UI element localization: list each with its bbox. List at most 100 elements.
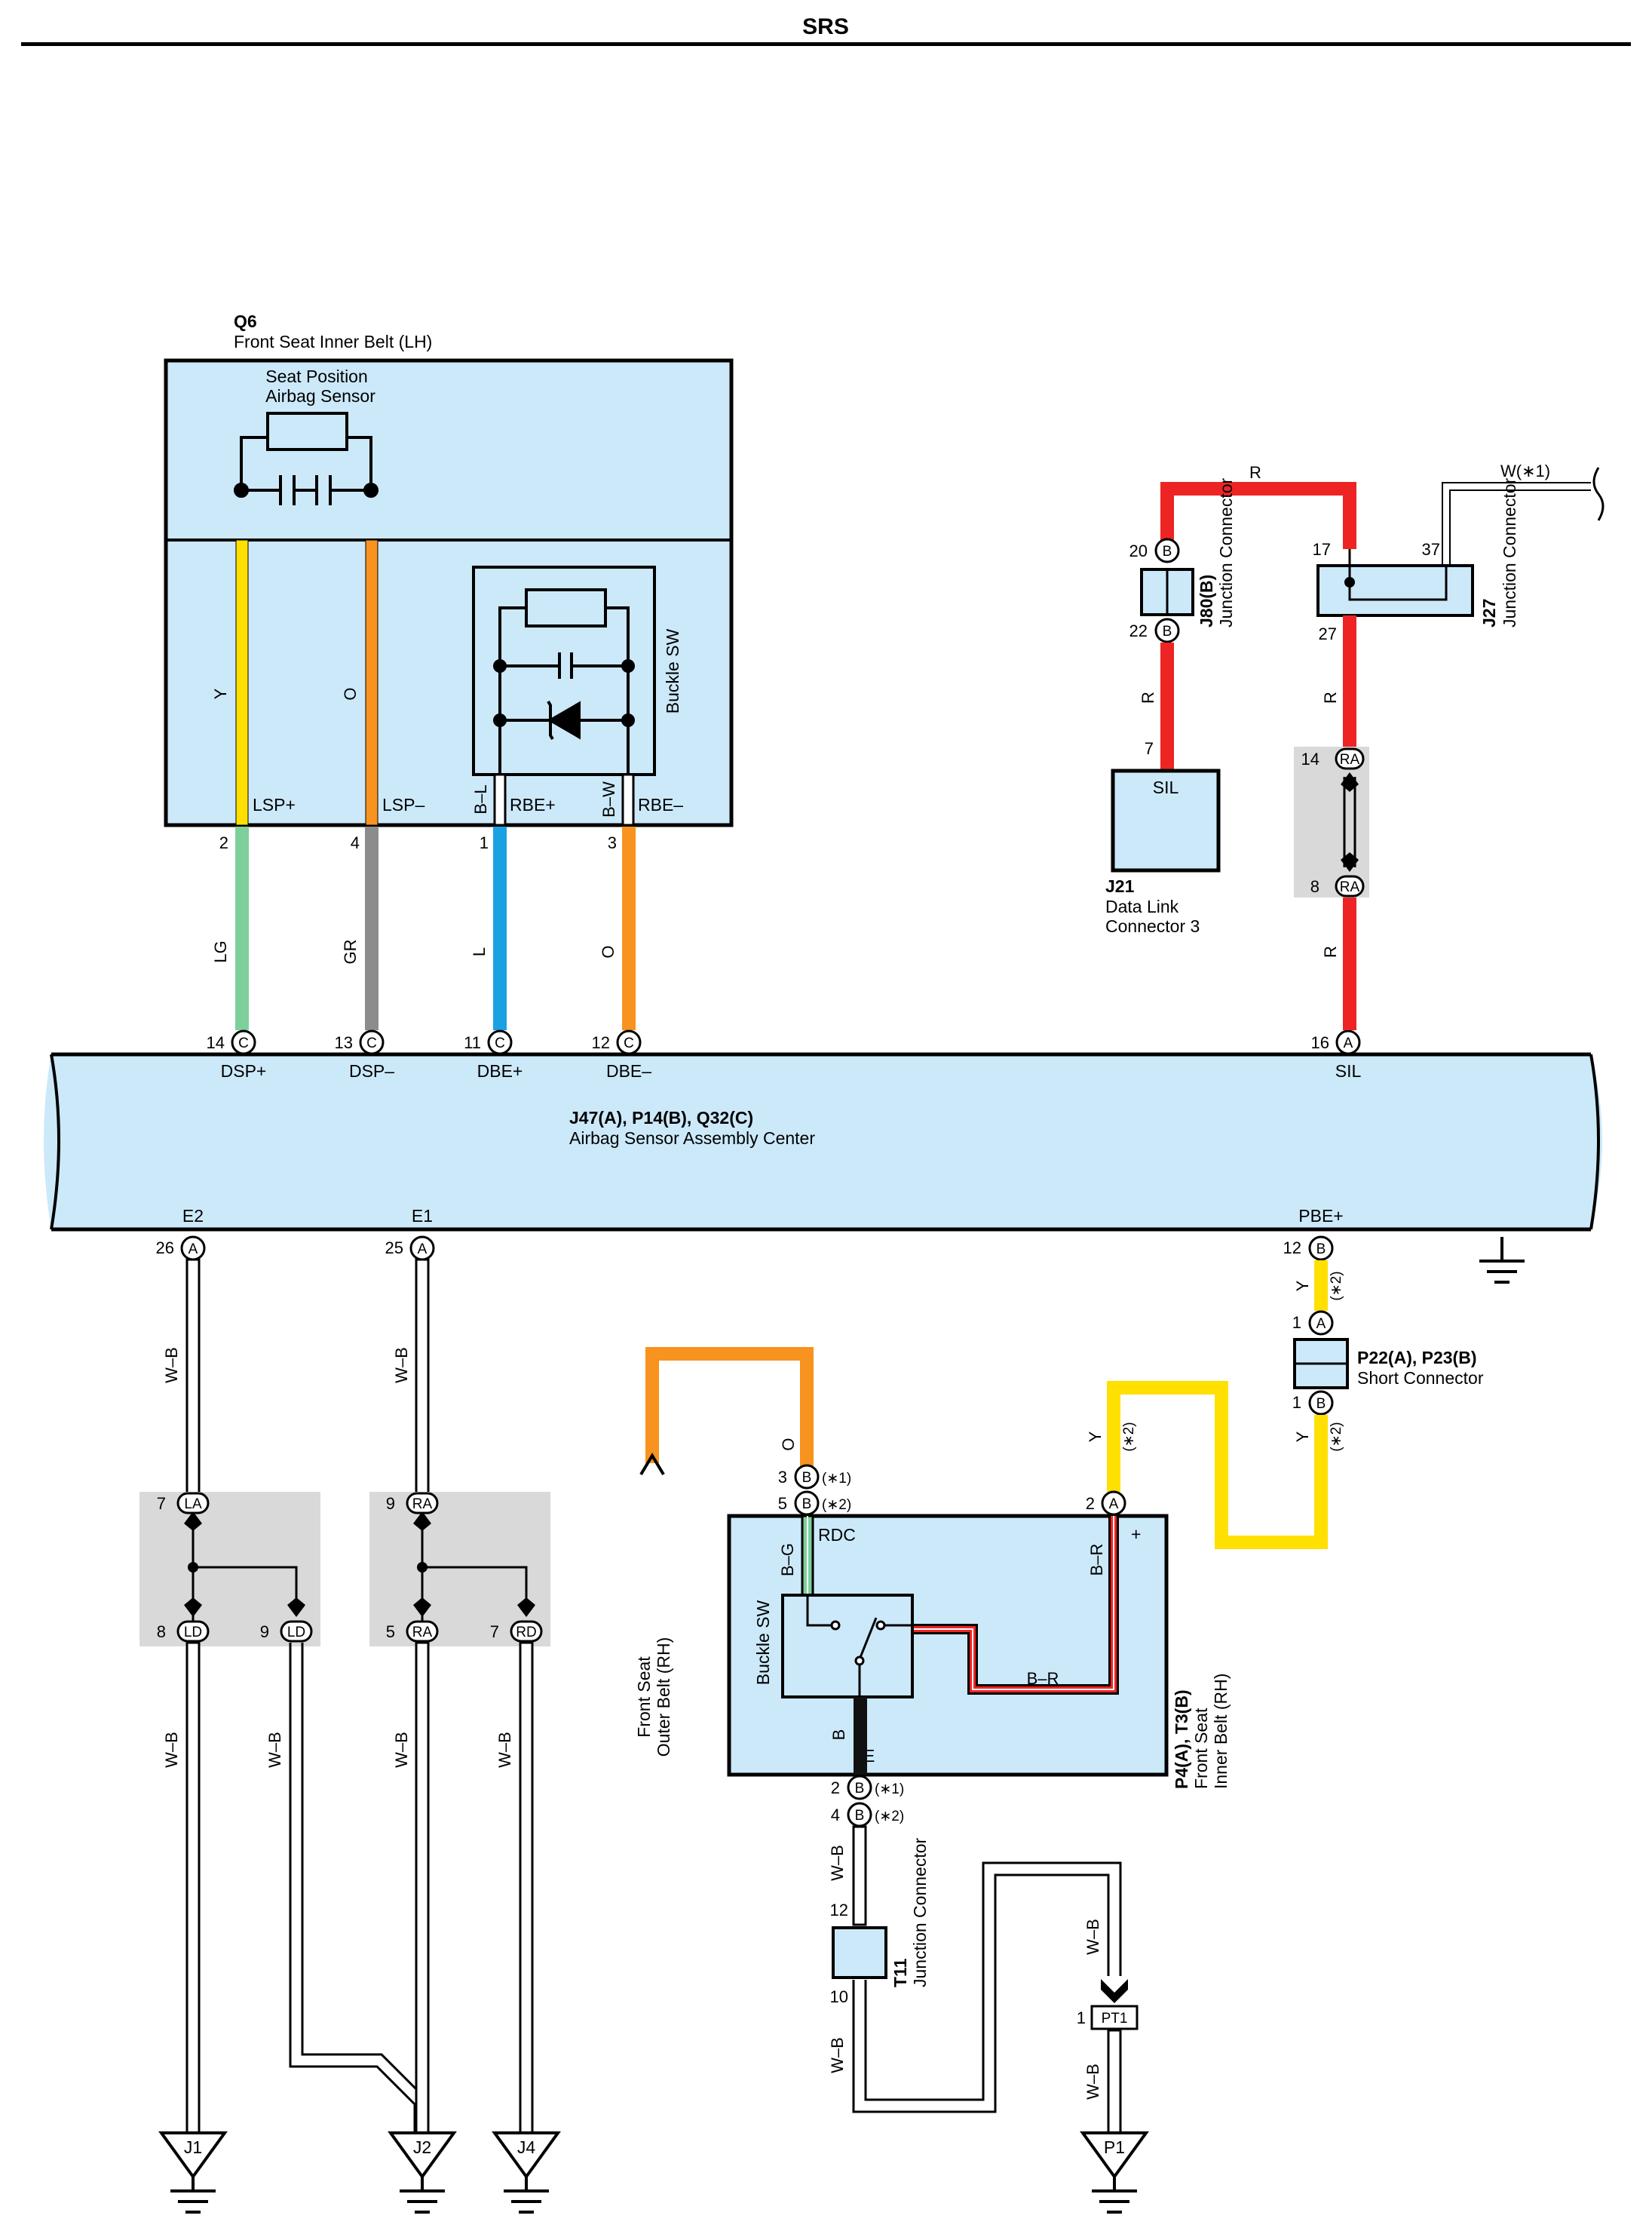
svg-text:B: B (855, 1781, 865, 1797)
q6-name: Front Seat Inner Belt (LH) (234, 332, 432, 351)
wire-r-ra-label: R (1321, 946, 1340, 958)
svg-text:11: 11 (464, 1033, 481, 1052)
ground-j1-icon: J1 (158, 2131, 228, 2214)
p4-name-2: Inner Belt (RH) (1211, 1674, 1231, 1789)
j80-id: J80(B) (1197, 575, 1216, 628)
svg-text:B–R: B–R (1027, 1669, 1059, 1688)
svg-text:7: 7 (490, 1622, 499, 1641)
pin-1: 1 (480, 833, 489, 852)
svg-text:17: 17 (1313, 540, 1331, 559)
q6-buckle-label: Buckle SW (663, 628, 682, 713)
j27-name: Junction Connector (1500, 477, 1519, 628)
svg-text:C: C (238, 1036, 249, 1051)
p22-id: P22(A), P23(B) (1357, 1348, 1476, 1367)
ecu-ground-icon (1479, 1237, 1525, 1284)
j80-name: Junction Connector (1216, 477, 1236, 628)
pin-j21-7: 7 (1145, 739, 1154, 758)
pin-c13: C 13 (335, 1029, 385, 1055)
sil-circuit: R B 20 B 22 J80(B) Junction Connector R … (1105, 462, 1604, 1030)
q6-sensor-label-1: Seat Position (265, 367, 368, 386)
svg-text:12: 12 (592, 1033, 610, 1052)
svg-text:B: B (829, 1729, 848, 1741)
wire-gr-label: GR (341, 940, 360, 965)
svg-text:1: 1 (1292, 1393, 1301, 1412)
wire-o-label: O (599, 945, 618, 958)
svg-text:12: 12 (830, 1901, 848, 1919)
svg-text:P1: P1 (1104, 2137, 1125, 2157)
svg-text:W–B: W–B (1083, 2064, 1102, 2100)
outer-belt-label-2: Outer Belt (RH) (654, 1637, 673, 1757)
p4-name-1: Front Seat (1191, 1708, 1211, 1789)
svg-text:W–B: W–B (828, 1845, 847, 1881)
j27-id: J27 (1479, 599, 1499, 628)
svg-text:SIL: SIL (1153, 778, 1179, 797)
wire-r-top (1160, 482, 1356, 549)
svg-text:14: 14 (1301, 750, 1319, 769)
pin-c12: C 12 (592, 1029, 642, 1055)
svg-text:27: 27 (1319, 624, 1337, 643)
pin-2: 2 (219, 833, 228, 852)
q6-term-lsp-plus: LSP+ (253, 795, 296, 815)
q6-buckle-symbol (493, 588, 635, 777)
t11-connector: T11 Junction Connector (832, 1837, 930, 1987)
wire-wb-ld8-label: W–B (162, 1732, 181, 1768)
ecu-term-dsp-minus: DSP– (349, 1061, 394, 1081)
wire-w1-label: W(∗1) (1500, 462, 1550, 480)
seat-position-sensor-symbol (234, 412, 379, 505)
svg-text:(∗2): (∗2) (875, 1809, 904, 1824)
svg-text:Junction Connector: Junction Connector (910, 1837, 930, 1987)
svg-text:B–G: B–G (778, 1543, 797, 1576)
q6-wire-bw (621, 773, 635, 827)
wire-wb-ld9-label: W–B (265, 1732, 284, 1768)
svg-text:A: A (1109, 1496, 1119, 1512)
pin-b12: B 12 (1283, 1235, 1334, 1261)
ecu-component: J47(A), P14(B), Q32(C) Airbag Sensor Ass… (44, 1052, 1602, 1284)
wire-r-top-label: R (1249, 463, 1261, 482)
page-header: SRS (21, 14, 1631, 46)
rh-belt-circuit: B 12 Y (∗2) A 1 B 1 P22(A), P23(B) Short… (634, 1235, 1484, 2214)
svg-text:12: 12 (1283, 1238, 1301, 1257)
pin-a26: A 26 (156, 1235, 206, 1261)
q6-wire-bl (493, 773, 507, 827)
j21-name-2: Connector 3 (1105, 916, 1200, 936)
svg-text:(∗2): (∗2) (1121, 1422, 1137, 1451)
ecu-term-dbe-plus: DBE+ (477, 1061, 523, 1081)
svg-text:RA: RA (1340, 752, 1360, 768)
pin-a16: A 16 (1311, 1029, 1361, 1055)
wire-wb-e2-label: W–B (162, 1347, 181, 1383)
svg-text:5: 5 (386, 1622, 395, 1641)
page-title: SRS (802, 14, 849, 39)
ecu-term-dbe-minus: DBE– (606, 1061, 651, 1081)
ecu-top-pins: C 14 C 13 C 11 C 12 A 16 (207, 1029, 1361, 1055)
ecu-term-e1: E1 (412, 1206, 433, 1226)
svg-text:B: B (855, 1808, 865, 1824)
ecu-term-sil: SIL (1335, 1061, 1362, 1081)
svg-text:Short Connector: Short Connector (1357, 1368, 1484, 1388)
pin-3: 3 (608, 833, 617, 852)
wire-lg (235, 827, 249, 1030)
pin-a2: A 2 (1086, 1490, 1126, 1516)
svg-text:PT1: PT1 (1102, 2011, 1128, 2027)
pin-c14: C 14 (207, 1029, 256, 1055)
ground-j4-icon: J4 (492, 2131, 561, 2214)
svg-text:B: B (1316, 1396, 1326, 1412)
svg-text:22: 22 (1129, 621, 1148, 640)
svg-text:A: A (418, 1241, 428, 1257)
ecu-name: Airbag Sensor Assembly Center (569, 1128, 815, 1148)
svg-text:26: 26 (156, 1238, 174, 1257)
svg-text:20: 20 (1129, 542, 1148, 560)
ra-splice-top: RA 14 RA 8 (1294, 747, 1369, 898)
pin-b4: B 4 (∗2) (831, 1802, 904, 1827)
svg-text:2: 2 (831, 1778, 840, 1797)
svg-text:J1: J1 (184, 2137, 202, 2157)
svg-text:A: A (188, 1241, 198, 1257)
svg-text:(∗2): (∗2) (822, 1497, 851, 1513)
ecu-term-pbe-plus: PBE+ (1298, 1206, 1343, 1226)
svg-text:1: 1 (1292, 1313, 1301, 1332)
svg-text:14: 14 (207, 1033, 225, 1052)
q6-term-rbe-plus: RBE+ (510, 795, 556, 815)
svg-text:Y: Y (1293, 1280, 1312, 1291)
wire-wb-ra5-label: W–B (392, 1732, 411, 1768)
pin-4: 4 (351, 833, 360, 852)
q6-sensor-label-2: Airbag Sensor (265, 386, 375, 406)
